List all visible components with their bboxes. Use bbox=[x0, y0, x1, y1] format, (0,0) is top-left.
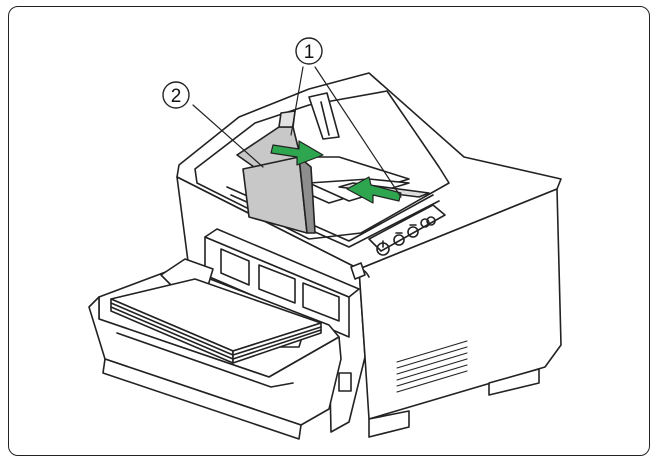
skip-icon bbox=[420, 216, 436, 228]
direction-arrows bbox=[270, 140, 402, 204]
stop-icon bbox=[407, 224, 419, 238]
illustration-frame: 1 2 bbox=[8, 6, 650, 456]
callout-2: 2 bbox=[162, 81, 190, 109]
leader-lines bbox=[192, 66, 402, 198]
arrow-right-guide bbox=[346, 176, 402, 204]
power-switch bbox=[338, 372, 352, 392]
output-tray bbox=[88, 228, 360, 440]
callout-1-label: 1 bbox=[304, 42, 315, 63]
callout-2-label: 2 bbox=[171, 86, 182, 107]
callout-1: 1 bbox=[295, 37, 323, 65]
document-guides bbox=[236, 110, 316, 234]
control-panel bbox=[368, 204, 446, 256]
scanner-illustration: 1 2 bbox=[88, 37, 562, 440]
arrow-left-guide bbox=[270, 140, 324, 166]
power-icon bbox=[376, 240, 390, 256]
start-icon bbox=[393, 232, 405, 246]
vent-grille bbox=[396, 340, 468, 393]
